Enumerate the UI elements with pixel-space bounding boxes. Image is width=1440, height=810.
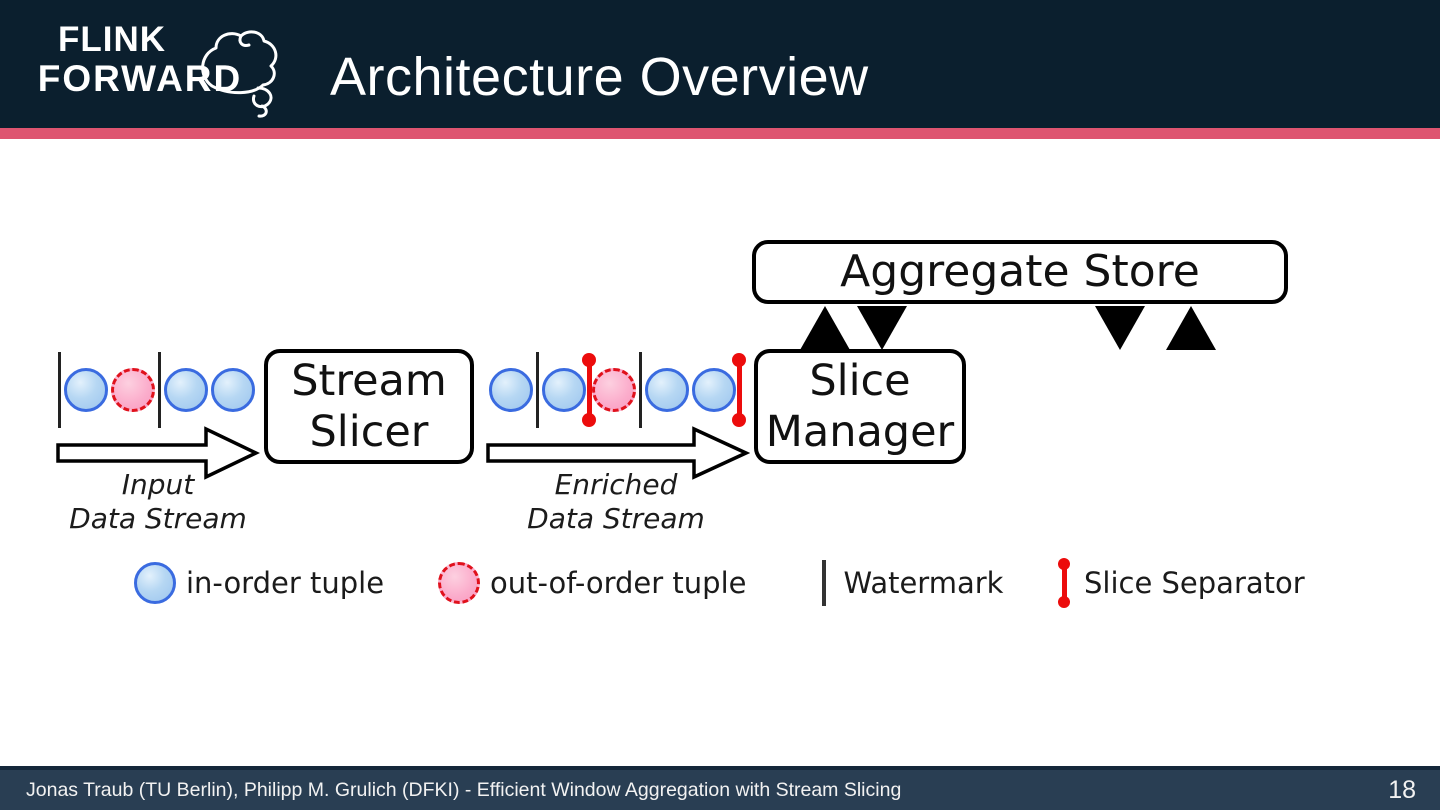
watermark-line — [158, 352, 161, 428]
watermark-icon — [822, 560, 826, 606]
slice-separator-icon — [1058, 558, 1070, 608]
connector-down-triangle — [1095, 306, 1145, 350]
stream-slicer-label-line2: Slicer — [309, 406, 429, 457]
legend-item-in-order: in-order tuple — [134, 556, 384, 610]
slice-manager-box: Slice Manager — [754, 349, 966, 464]
enriched-stream-tuples — [489, 352, 746, 428]
input-stream-label: Input Data Stream — [48, 468, 268, 535]
legend-label: Slice Separator — [1084, 566, 1305, 600]
squirrel-logo-icon — [201, 30, 278, 118]
logo-text-flink: FLINK — [57, 20, 167, 59]
watermark-line — [58, 352, 61, 428]
out-of-order-tuple — [111, 368, 155, 412]
page-number: 18 — [1388, 775, 1416, 804]
out-of-order-tuple — [592, 368, 636, 412]
in-order-tuple — [164, 368, 208, 412]
footer-bar: Jonas Traub (TU Berlin), Philipp M. Grul… — [0, 766, 1440, 810]
in-order-tuple — [542, 368, 586, 412]
slice-manager-label-line1: Slice — [809, 355, 911, 406]
stream-slicer-box: Stream Slicer — [264, 349, 474, 464]
enriched-stream-label-line1: Enriched — [554, 468, 678, 501]
footer-credit: Jonas Traub (TU Berlin), Philipp M. Grul… — [26, 778, 902, 801]
slice-manager-label-line2: Manager — [765, 406, 955, 457]
input-stream-tuples — [58, 352, 255, 428]
connector-up-triangle — [800, 306, 850, 350]
slide-title: Architecture Overview — [330, 47, 869, 107]
legend-label: out-of-order tuple — [490, 566, 747, 600]
in-order-tuple — [64, 368, 108, 412]
input-stream-label-line1: Input — [121, 468, 195, 501]
enriched-stream-arrow — [486, 426, 750, 480]
in-order-tuple — [489, 368, 533, 412]
input-stream-label-line2: Data Stream — [69, 501, 247, 535]
legend-item-watermark: Watermark — [822, 556, 1003, 610]
aggregate-store-box: Aggregate Store — [752, 240, 1288, 304]
stream-slicer-label-line1: Stream — [291, 355, 447, 406]
slice-separator — [582, 353, 596, 427]
legend-label: Watermark — [843, 566, 1004, 600]
legend-item-out-of-order: out-of-order tuple — [438, 556, 746, 610]
slice-separator — [732, 353, 746, 427]
accent-stripe — [0, 128, 1440, 139]
legend-label: in-order tuple — [186, 566, 385, 600]
enriched-stream-label: Enriched Data Stream — [496, 468, 736, 535]
legend-item-slice-separator: Slice Separator — [1058, 556, 1305, 610]
input-stream-arrow — [56, 426, 260, 480]
enriched-stream-label-line2: Data Stream — [527, 501, 705, 535]
out-of-order-tuple-icon — [438, 562, 480, 604]
connector-up-triangle — [1166, 306, 1216, 350]
in-order-tuple — [692, 368, 736, 412]
in-order-tuple — [211, 368, 255, 412]
watermark-line — [536, 352, 539, 428]
slide-header: FLINK FORWARD Architecture Overview — [0, 0, 1440, 128]
watermark-line — [639, 352, 642, 428]
connector-down-triangle — [857, 306, 907, 350]
aggregate-store-label: Aggregate Store — [840, 246, 1200, 298]
flink-forward-logo: FLINK FORWARD — [14, 20, 278, 118]
in-order-tuple — [645, 368, 689, 412]
in-order-tuple-icon — [134, 562, 176, 604]
